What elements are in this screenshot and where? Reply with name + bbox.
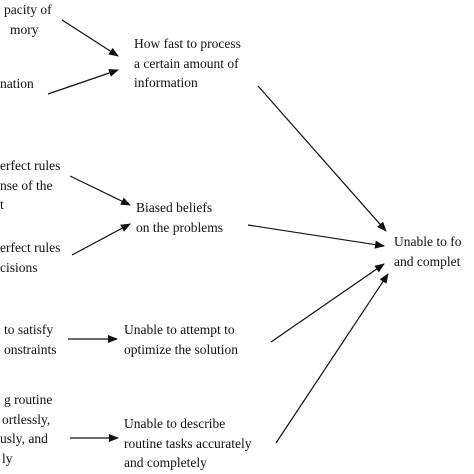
edge-beliefs-to-right <box>247 224 385 249</box>
edge-optimize-to-right <box>270 263 385 343</box>
left-node-rules-decisions-line-2: cisions <box>0 259 38 275</box>
left-node-routine-line-2: ortlessly, <box>2 411 51 427</box>
edge-rules-sense-to-beliefs <box>69 175 131 206</box>
middle-node-describe-line-1: Unable to describe <box>124 416 226 431</box>
left-node-memory-line-1: pacity of <box>4 2 52 17</box>
edge-memory-to-process <box>61 19 119 57</box>
left-node-routine: g routine ortlessly, usly, and ly <box>0 390 52 468</box>
middle-node-describe-line-3: and completely <box>124 455 207 470</box>
middle-node-beliefs: Biased beliefs on the problems <box>136 198 223 237</box>
edge-process-to-right <box>257 85 387 232</box>
right-node-outcome-line-1: Unable to fo <box>394 234 462 249</box>
edge-describe-to-right <box>275 273 389 444</box>
middle-node-process: How fast to process a certain amount of … <box>134 34 241 93</box>
left-node-satisfy: to satisfy onstraints <box>4 320 57 359</box>
middle-node-optimize: Unable to attempt to optimize the soluti… <box>124 320 238 359</box>
left-node-rules-decisions-line-1: erfect rules <box>0 240 61 255</box>
left-node-rules-sense: erfect rules nse of the t <box>0 156 60 215</box>
middle-node-process-line-1: How fast to process <box>134 36 241 51</box>
middle-node-describe-line-2: routine tasks accurately <box>124 435 252 451</box>
edge-information-to-process <box>47 69 119 95</box>
middle-node-describe: Unable to describe routine tasks accurat… <box>124 414 251 473</box>
edge-rules-decisions-to-beliefs <box>71 223 131 256</box>
middle-node-beliefs-line-2: on the problems <box>136 219 223 235</box>
left-node-rules-decisions: erfect rules cisions <box>0 238 60 277</box>
left-node-rules-sense-line-3: t <box>0 197 4 212</box>
left-node-routine-line-3: usly, and <box>0 431 48 446</box>
left-node-memory-top: pacity of mory <box>4 0 52 39</box>
middle-node-process-line-2: a certain amount of <box>134 55 239 71</box>
middle-node-optimize-line-2: optimize the solution <box>124 341 238 357</box>
left-node-routine-line-4: ly <box>2 450 13 466</box>
right-node-outcome: Unable to fo and complet <box>394 232 461 271</box>
left-node-satisfy-line-1: to satisfy <box>4 322 54 337</box>
left-node-memory-bottom: nation <box>0 74 34 94</box>
middle-node-process-line-3: information <box>134 75 198 90</box>
left-node-memory-line-3: nation <box>0 76 34 91</box>
right-node-outcome-line-2: and complet <box>394 253 461 269</box>
left-node-satisfy-line-2: onstraints <box>4 341 57 357</box>
left-node-rules-sense-line-2: nse of the <box>0 177 53 193</box>
left-node-routine-line-1: g routine <box>4 392 53 407</box>
middle-node-optimize-line-1: Unable to attempt to <box>124 322 235 337</box>
left-node-memory-line-2: mory <box>10 21 39 37</box>
middle-node-beliefs-line-1: Biased beliefs <box>136 200 213 215</box>
left-node-rules-sense-line-1: erfect rules <box>0 158 61 173</box>
